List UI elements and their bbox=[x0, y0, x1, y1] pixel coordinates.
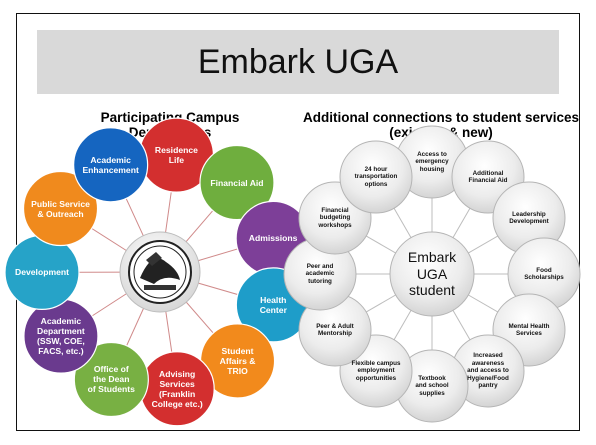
title-bar bbox=[37, 30, 559, 94]
department-node bbox=[22, 170, 99, 247]
department-node bbox=[23, 298, 99, 374]
center-node bbox=[389, 231, 475, 317]
department-node bbox=[73, 127, 149, 203]
services-cycle bbox=[283, 125, 581, 423]
uga-seal-icon bbox=[119, 231, 201, 313]
departments-cycle bbox=[4, 117, 311, 427]
department-node bbox=[199, 144, 275, 221]
department-node bbox=[4, 234, 80, 310]
department-node bbox=[139, 351, 215, 427]
slide-title: Embark UGA bbox=[197, 43, 399, 81]
service-node bbox=[339, 140, 413, 214]
department-node bbox=[73, 341, 149, 418]
slide-frame bbox=[16, 13, 580, 431]
